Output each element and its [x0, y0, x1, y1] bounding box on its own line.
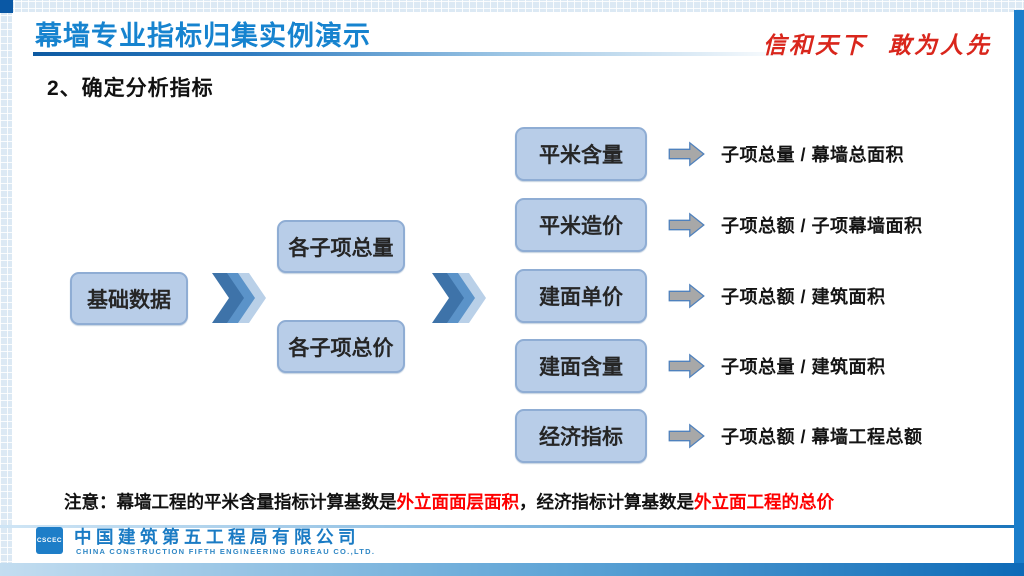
indicator-box: 平米造价 — [515, 198, 647, 252]
company-name-en: CHINA CONSTRUCTION FIFTH ENGINEERING BUR… — [76, 547, 376, 556]
corner-accent-square — [0, 0, 13, 13]
indicator-box: 建面含量 — [515, 339, 647, 393]
bottom-gradient-bar — [0, 563, 1024, 576]
indicator-formula: 子项总额 / 子项幕墙面积 — [721, 216, 923, 236]
company-slogan: 信和天下 敢为人先 — [762, 32, 992, 59]
indicator-formula: 子项总额 / 幕墙工程总额 — [721, 427, 923, 447]
indicator-box: 平米含量 — [515, 127, 647, 181]
company-name-cn: 中国建筑第五工程局有限公司 — [74, 527, 360, 547]
indicator-formula: 子项总额 / 建筑面积 — [721, 287, 886, 307]
indicator-row: 经济指标 子项总额 / 幕墙工程总额 — [515, 409, 923, 463]
flow-box-source: 基础数据 — [70, 272, 188, 325]
right-arrow-icon — [668, 353, 705, 379]
footer-separator-line — [0, 525, 1014, 528]
indicator-box: 建面单价 — [515, 269, 647, 323]
right-arrow-icon — [668, 212, 705, 238]
indicator-row: 平米造价 子项总额 / 子项幕墙面积 — [515, 198, 923, 252]
right-arrow-icon — [668, 141, 705, 167]
flow-box-price: 各子项总价 — [277, 320, 405, 373]
indicator-box: 经济指标 — [515, 409, 647, 463]
indicator-formula: 子项总量 / 幕墙总面积 — [721, 145, 905, 165]
note-middle: ，经济指标计算基数是 — [519, 492, 694, 512]
double-chevron-icon — [432, 273, 486, 323]
double-chevron-icon — [212, 273, 266, 323]
right-edge-accent-bar — [1014, 10, 1024, 576]
company-logo: CSCEC — [36, 527, 63, 554]
section-title: 2、确定分析指标 — [47, 77, 214, 100]
page-title: 幕墙专业指标归集实例演示 — [35, 21, 371, 51]
note-highlight-area: 外立面面层面积 — [396, 492, 520, 512]
indicator-row: 建面含量 子项总量 / 建筑面积 — [515, 339, 886, 393]
flow-box-quantity: 各子项总量 — [277, 220, 405, 273]
right-arrow-icon — [668, 283, 705, 309]
right-arrow-icon — [668, 423, 705, 449]
note-text: 注意：幕墙工程的平米含量指标计算基数是外立面面层面积，经济指标计算基数是外立面工… — [64, 489, 994, 514]
indicator-row: 建面单价 子项总额 / 建筑面积 — [515, 269, 886, 323]
title-underline — [33, 52, 1011, 56]
indicator-row: 平米含量 子项总量 / 幕墙总面积 — [515, 127, 904, 181]
indicator-formula: 子项总量 / 建筑面积 — [721, 357, 886, 377]
note-prefix: 注意：幕墙工程的平米含量指标计算基数是 — [64, 492, 397, 512]
note-highlight-price: 外立面工程的总价 — [694, 492, 834, 512]
